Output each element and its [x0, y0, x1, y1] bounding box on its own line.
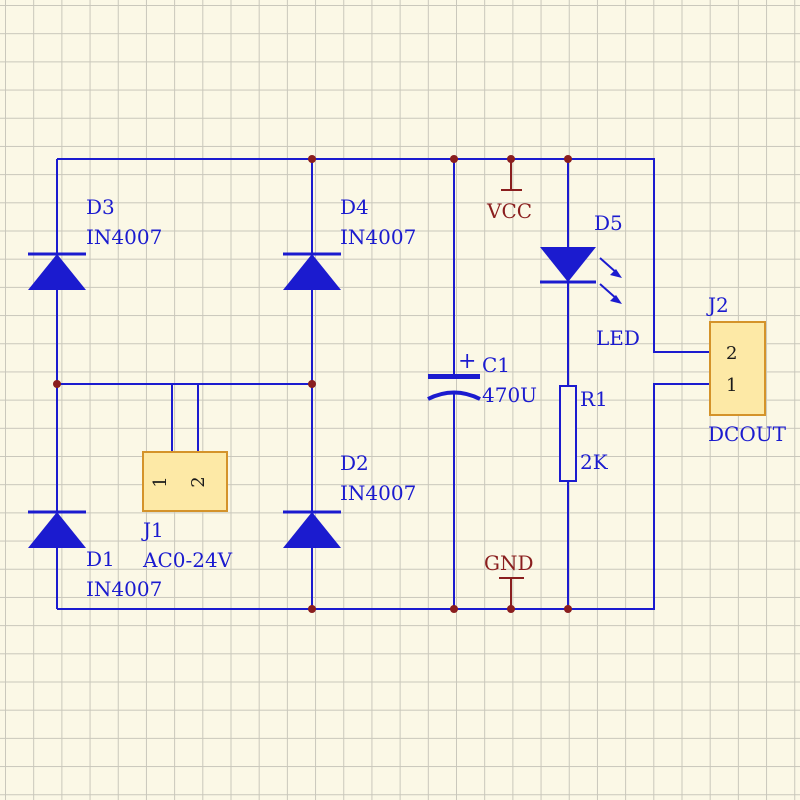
junction-dot	[507, 605, 515, 613]
junction-dot	[308, 155, 316, 163]
d2-value: IN4007	[340, 481, 416, 505]
j1-pin1-label: 1	[150, 476, 171, 487]
junction-dot	[564, 605, 572, 613]
r1-value: 2K	[580, 450, 609, 474]
d3-value: IN4007	[86, 225, 162, 249]
j2-pin1-label: 1	[726, 375, 737, 396]
j2-value: DCOUT	[708, 422, 787, 446]
junction-dot	[308, 605, 316, 613]
junction-dot	[564, 155, 572, 163]
junctions	[53, 155, 572, 613]
d5-ref: D5	[594, 211, 623, 235]
junction-dot	[450, 605, 458, 613]
r1-ref: R1	[580, 387, 608, 411]
diode-d3	[28, 252, 86, 290]
wires	[56, 158, 710, 610]
vcc-label: VCC	[486, 199, 532, 223]
led-d5	[540, 247, 622, 304]
c1-value: 470U	[482, 383, 537, 407]
d1-value: IN4007	[86, 577, 162, 601]
connector-j1: 1 2	[142, 451, 228, 512]
resistor-r1	[559, 385, 577, 482]
c1-ref: C1	[482, 353, 510, 377]
d4-ref: D4	[340, 195, 369, 219]
j2-pin2-label: 2	[726, 343, 737, 364]
diode-d1	[28, 510, 86, 548]
j1-value: AC0-24V	[142, 548, 233, 572]
diode-d4	[283, 252, 341, 290]
j2-ref: J2	[706, 293, 729, 317]
light-arrow-icon	[599, 257, 622, 304]
junction-dot	[507, 155, 515, 163]
gnd-port	[499, 577, 524, 609]
vcc-port	[501, 159, 522, 191]
gnd-label: GND	[484, 551, 534, 575]
capacitor-c1: +	[427, 349, 481, 401]
junction-dot	[308, 380, 316, 388]
junction-dot	[450, 155, 458, 163]
diode-d2	[283, 510, 341, 548]
junction-dot	[53, 380, 61, 388]
d3-ref: D3	[86, 195, 115, 219]
c1-polarity-mark: +	[458, 349, 476, 374]
d1-ref: D1	[86, 547, 115, 571]
j1-pin2-label: 2	[188, 476, 209, 487]
wire-top-rail	[57, 158, 710, 353]
j1-ref: J1	[141, 518, 164, 542]
d2-ref: D2	[340, 451, 369, 475]
connector-j2: 2 1	[709, 321, 766, 416]
d4-value: IN4007	[340, 225, 416, 249]
wire-bottom-rail	[57, 383, 710, 610]
d5-value: LED	[596, 326, 640, 350]
